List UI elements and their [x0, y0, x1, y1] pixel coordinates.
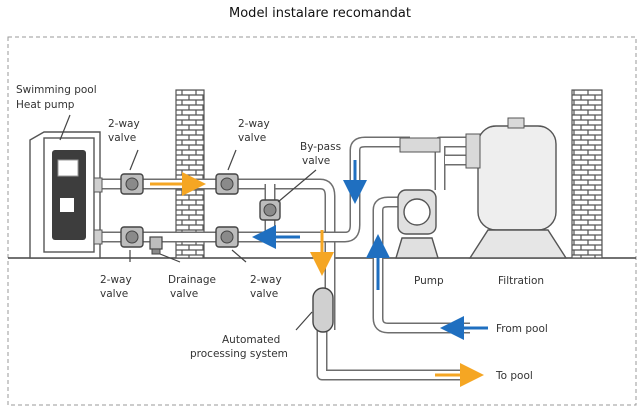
brick-wall-right [571, 89, 603, 259]
label-valve-bottom-left-1: 2-way [100, 274, 132, 286]
label-to-pool: To pool [495, 370, 533, 382]
label-heat-pump-line2: Heat pump [16, 99, 75, 111]
label-valve-top-left-2: valve [108, 132, 136, 144]
label-drainage-1: Drainage [168, 274, 216, 286]
label-drainage-2: valve [170, 288, 198, 300]
label-from-pool: From pool [496, 323, 548, 335]
valve-top-left [120, 173, 144, 195]
label-processing-2: processing system [190, 348, 288, 360]
label-valve-bottom-left-2: valve [100, 288, 128, 300]
label-valve-top-left-1: 2-way [108, 118, 140, 130]
label-valve-bottom-right-1: 2-way [250, 274, 282, 286]
label-filtration: Filtration [498, 275, 544, 287]
pump-unit [395, 137, 441, 259]
bypass-valve [259, 199, 281, 221]
label-bypass-1: By-pass [300, 141, 341, 153]
valve-bottom-left [120, 226, 144, 248]
filtration-tank [465, 117, 568, 259]
label-pump: Pump [414, 275, 444, 287]
diagram-frame [7, 36, 637, 406]
valve-bottom-right [215, 226, 239, 248]
valve-top-right [215, 173, 239, 195]
drainage-valve [149, 236, 163, 255]
automated-processing-system [312, 287, 334, 333]
leader-lines [59, 114, 317, 331]
page-title: Model instalare recomandat [229, 6, 411, 21]
label-valve-top-right-1: 2-way [238, 118, 270, 130]
label-bypass-2: valve [302, 155, 330, 167]
label-processing-1: Automated [222, 334, 280, 346]
heat-pump-unit [29, 131, 103, 259]
label-valve-top-right-2: valve [238, 132, 266, 144]
label-valve-bottom-right-2: valve [250, 288, 278, 300]
label-heat-pump-line1: Swimming pool [16, 84, 97, 96]
